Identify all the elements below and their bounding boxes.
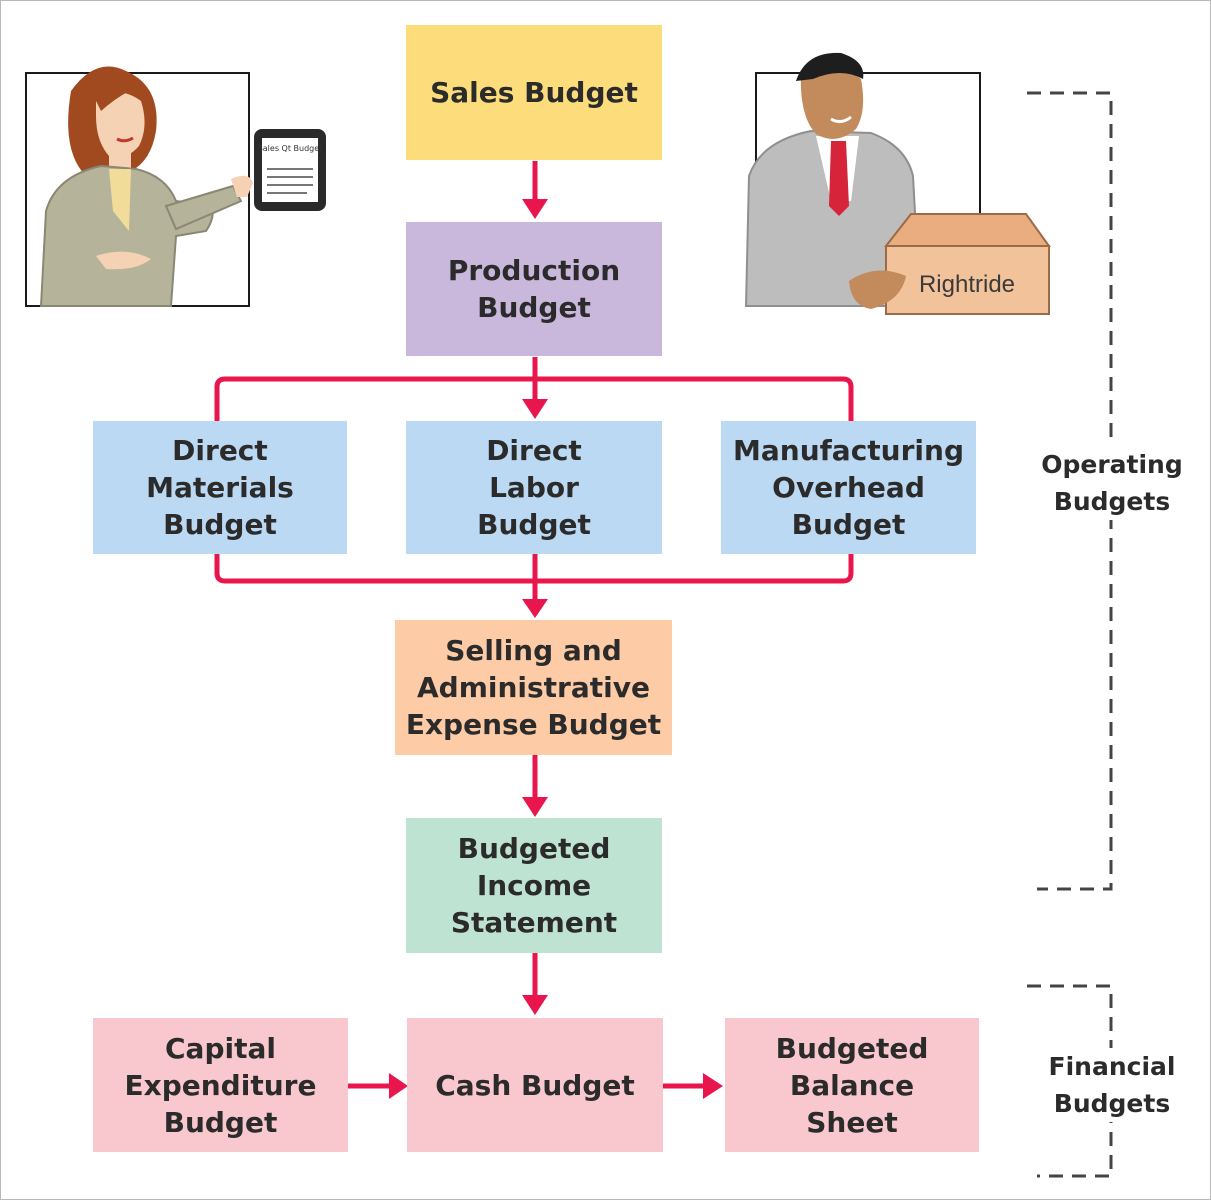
direct-labor-budget-label: Direct Labor Budget [477,434,591,541]
direct-labor-budget-box: Direct Labor Budget [406,421,662,554]
selling-admin-budget-box: Selling and Administrative Expense Budge… [395,620,672,755]
arrowhead-income [522,797,548,817]
production-budget-label: Production Budget [447,254,621,324]
budgeted-balance-sheet-box: Budgeted Balance Sheet [725,1018,979,1152]
capital-expenditure-budget-box: Capital Expenditure Budget [93,1018,348,1152]
arrowhead-production [522,199,548,219]
manufacturing-overhead-budget-box: Manufacturing Overhead Budget [721,421,976,554]
arrowhead-cash [522,995,548,1015]
cash-budget-label: Cash Budget [435,1068,635,1102]
package-label-text: Rightride [919,271,1015,298]
split-bar-top [214,376,854,421]
financial-bracket [1027,984,1113,1178]
budgeted-income-statement-box: Budgeted Income Statement [406,818,662,953]
arrowhead-selling-admin [522,599,548,618]
financial-budgets-label: Financial Budgets [1041,1048,1183,1122]
arrowhead-direct-labor [522,399,548,419]
budgeted-balance-sheet-label: Budgeted Balance Sheet [775,1031,929,1139]
selling-admin-budget-label: Selling and Administrative Expense Budge… [405,634,662,741]
arrowhead-cash-left [389,1073,408,1099]
cash-budget-box: Cash Budget [407,1018,663,1152]
manufacturing-overhead-budget-label: Manufacturing Overhead Budget [733,434,964,541]
sales-budget-box: Sales Budget [406,25,662,160]
direct-materials-budget-label: Direct Materials Budget [146,434,294,541]
capital-expenditure-budget-label: Capital Expenditure Budget [124,1031,317,1139]
production-budget-box: Production Budget [406,222,662,356]
operating-budgets-label: Operating Budgets [1033,446,1191,520]
direct-materials-budget-box: Direct Materials Budget [93,421,347,554]
budgeted-income-statement-label: Budgeted Income Statement [450,832,618,939]
sales-budget-label: Sales Budget [430,76,638,109]
tablet-text: Sales Qt Budget [258,144,323,153]
arrowhead-balance [703,1073,723,1099]
